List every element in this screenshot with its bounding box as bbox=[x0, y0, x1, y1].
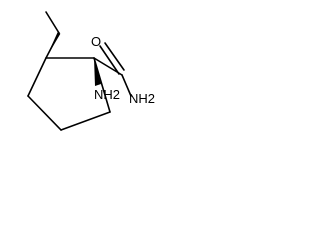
wedge-bond-c2-ethyl bbox=[46, 32, 61, 58]
ring-bond-c3-c4 bbox=[27, 95, 62, 131]
amide-nh2-label: NH2 bbox=[129, 91, 155, 106]
double-bond-co-b bbox=[104, 42, 125, 71]
double-bond-co-a bbox=[99, 45, 120, 75]
oxygen-label: O bbox=[91, 34, 101, 49]
wedge-bond-c1-amine bbox=[94, 58, 101, 86]
bond-carbonyl-nh2 bbox=[121, 74, 132, 97]
bond-ethyl-ch3-ch2 bbox=[45, 11, 60, 34]
ring-bond-c4-c5 bbox=[60, 111, 111, 131]
ring-bond-c2-c3 bbox=[27, 57, 47, 97]
ring-bond-c5-c1 bbox=[93, 57, 111, 113]
amine-nh2-label: NH2 bbox=[94, 87, 120, 102]
molecule-structure: O NH2 NH2 bbox=[27, 11, 155, 131]
